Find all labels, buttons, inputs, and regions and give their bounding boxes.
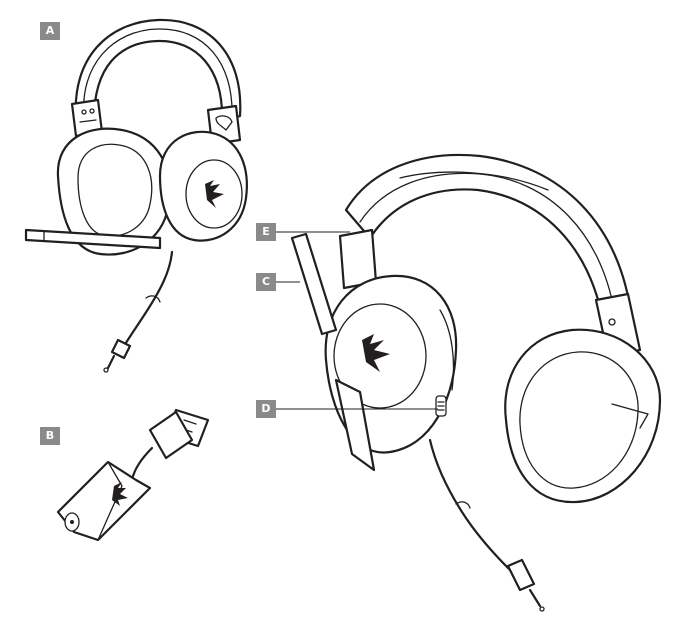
- headset-side-illustration: [276, 153, 662, 612]
- headset-a-illustration: [24, 18, 248, 373]
- label-e: E: [256, 223, 276, 241]
- label-d: D: [256, 400, 276, 418]
- label-b: B: [40, 427, 60, 445]
- usb-adapter-b-illustration: [56, 408, 210, 542]
- label-c: C: [256, 273, 276, 291]
- label-a: A: [40, 22, 60, 40]
